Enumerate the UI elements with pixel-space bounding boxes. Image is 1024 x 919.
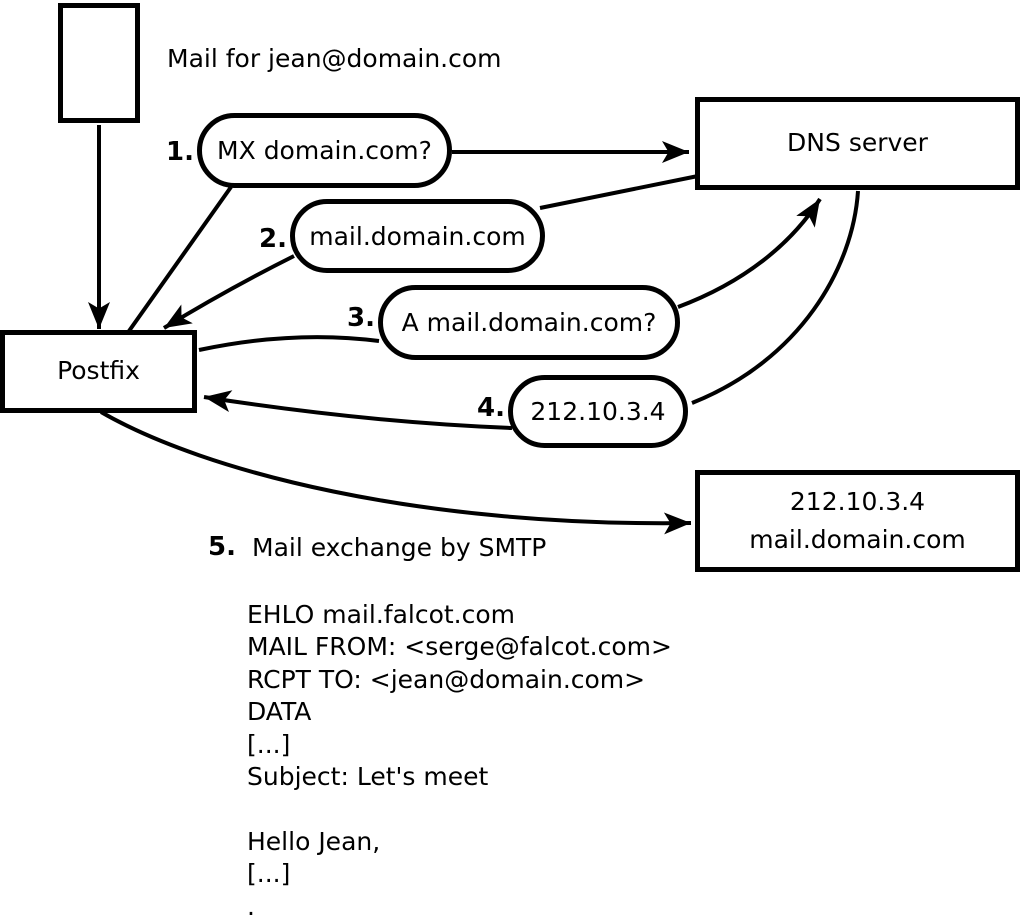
answer-bubble-a: 212.10.3.4 — [508, 375, 688, 448]
step-5-label: Mail exchange by SMTP — [252, 533, 547, 562]
smtp-line: [...] — [247, 859, 291, 889]
dns-server-label: DNS server — [787, 128, 928, 158]
line-postfix-to-pill3 — [198, 335, 380, 352]
mail-server-box: 212.10.3.4 mail.domain.com — [695, 470, 1020, 572]
smtp-line: EHLO mail.falcot.com — [247, 600, 516, 629]
query-bubble-mx: MX domain.com? — [197, 113, 452, 188]
smtp-session-text: EHLO mail.falcot.com MAIL FROM: <serge@f… — [247, 600, 672, 919]
step-number-3: 3. — [347, 303, 375, 333]
smtp-line: Hello Jean, — [247, 826, 381, 856]
mail-server-ip: 212.10.3.4 — [789, 487, 926, 516]
dns-server-box: DNS server — [695, 97, 1020, 190]
query-bubble-a: A mail.domain.com? — [378, 285, 680, 360]
smtp-line: MAIL FROM: <serge@falcot.com> — [247, 632, 672, 662]
answer-bubble-mx-label: mail.domain.com — [309, 221, 526, 251]
arrow-pill4-to-postfix — [203, 390, 513, 430]
smtp-line: Subject: Let's meet — [247, 761, 489, 791]
query-bubble-a-label: A mail.domain.com? — [401, 308, 657, 337]
arrow-pill3-to-dns — [677, 197, 822, 309]
query-bubble-mx-label: MX domain.com? — [217, 136, 432, 165]
line-postfix-to-pill1 — [127, 185, 233, 333]
step-number-4: 4. — [477, 393, 505, 423]
smtp-line: [...] — [247, 729, 291, 759]
smtp-line-blank — [247, 794, 672, 826]
postfix-label: Postfix — [57, 356, 140, 386]
step-number-1: 1. — [166, 137, 194, 167]
arrow-pill2-to-postfix — [162, 254, 295, 330]
arrow-postfix-to-mailserver — [100, 410, 692, 535]
smtp-line: . — [247, 891, 255, 919]
answer-bubble-a-label: 212.10.3.4 — [530, 397, 666, 426]
step-number-2: 2. — [259, 224, 287, 254]
smtp-line: RCPT TO: <jean@domain.com> — [247, 664, 646, 694]
mail-server-hostname: mail.domain.com — [749, 525, 966, 554]
mail-caption: Mail for jean@domain.com — [167, 44, 502, 73]
line-dns-to-pill4 — [691, 190, 860, 405]
step-number-5: 5. — [208, 532, 236, 562]
answer-bubble-mx: mail.domain.com — [290, 199, 545, 273]
smtp-line: DATA — [247, 697, 312, 727]
line-dns-to-pill2 — [539, 174, 699, 210]
mail-client-box — [58, 3, 140, 123]
postfix-box: Postfix — [0, 330, 197, 413]
